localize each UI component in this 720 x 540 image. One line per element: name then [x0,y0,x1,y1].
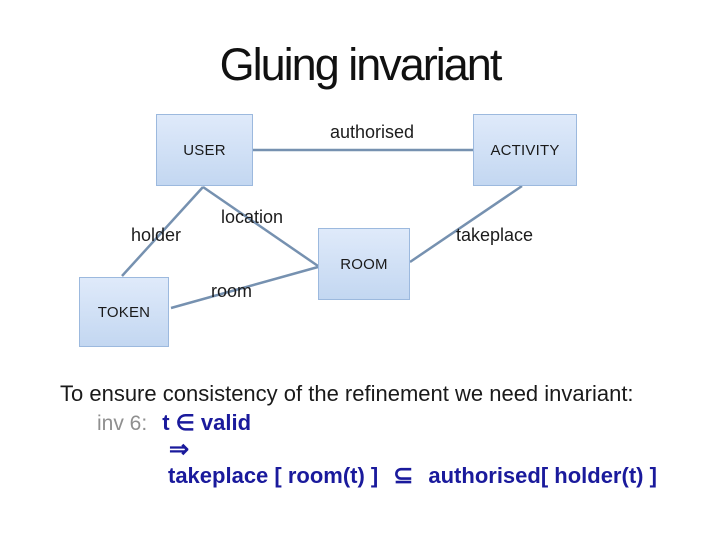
invariant-intro-text: To ensure consistency of the refinement … [60,381,634,406]
implies-symbol: ⇒ [169,436,190,463]
edge-line-holder [121,186,204,277]
diagram-node-activity: ACTIVITY [473,114,577,186]
diagram-node-token: TOKEN [79,277,169,347]
invariant-conclusion-line: takeplace [ room(t) ] ⊆ authorised[ holder… [168,462,657,490]
edge-label-holder: holder [131,225,182,245]
diagram-node-label-user: USER [183,141,226,159]
slide-title: Gluing invariant [219,39,503,90]
invariant-number-label: inv 6: [97,412,148,435]
diagram-node-label-token: TOKEN [97,303,151,321]
takeplace-expression: takeplace [ room(t) ] [168,463,379,488]
authorised-expression: authorised[ holder(t) ] [428,463,657,488]
subset-symbol: ⊆ [393,462,414,489]
diagram-node-room: ROOM [318,228,410,300]
edge-label-room: room [211,281,253,301]
edge-label-takeplace: takeplace [456,225,534,245]
edge-line-room [170,265,319,310]
edge-line-location [202,185,319,268]
diagram-node-user: USER [156,114,253,186]
invariant-line-membership: inv 6: t ∈ valid [97,410,251,436]
edge-label-authorised: authorised [330,122,415,142]
diagram-node-label-room: ROOM [340,255,388,273]
diagram-node-label-activity: ACTIVITY [490,141,560,159]
edge-line-takeplace [409,184,523,264]
edge-label-location: location [221,207,284,227]
membership-expression: t ∈ valid [162,410,252,435]
